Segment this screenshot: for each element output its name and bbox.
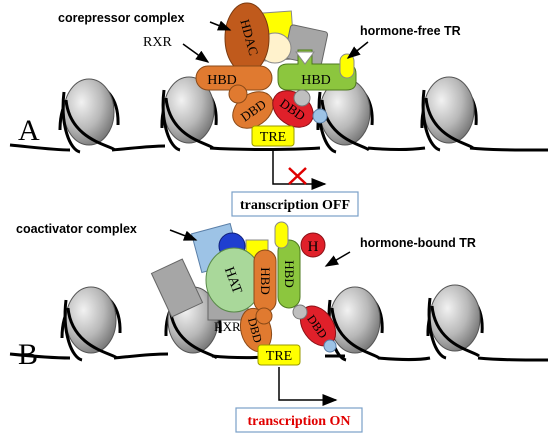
tr-helix-pill [339,53,355,79]
rxr-hbd-label: HBD [207,73,237,88]
rxr-label-b: RXR [214,319,241,334]
transcription-on-label: transcription ON [247,414,350,429]
rxr-label-a: RXR [143,35,172,50]
corepressor-arrow-shape [295,51,315,65]
panel-b-letter: B [18,338,38,371]
nucleosome [326,286,384,362]
tre-box-b [257,344,301,366]
hormone-free-tr-label: hormone-free TR [360,24,461,38]
transcription-off-box [231,191,359,217]
nucleosome [426,284,484,360]
nucleosome [160,76,218,152]
tre-box-a [251,125,295,147]
hormone-free-pointer [346,41,369,59]
tr-blue-dot [312,108,328,124]
transcription-arrow-b [278,367,338,406]
transcription-arrow-a [272,148,327,190]
rxr-linker [228,84,248,104]
tr-helix-pill-b [274,221,289,249]
tr-linker-b [292,304,308,320]
panel-b: HAT HBD HBD H DBD DBD TRE transcription … [9,221,549,433]
tre-label-a: TRE [260,130,286,145]
hormone-circle [300,232,326,258]
dna-strand-a [9,143,549,152]
corepressor-pointer [209,20,232,31]
coactivator-gray-block-left [150,258,204,318]
transcription-on-box [235,407,363,433]
rxr-linker-b [255,307,273,325]
hormone-bound-pointer [324,251,351,267]
hormone-label: H [308,239,319,255]
nucleosome [58,78,120,154]
nucleosome [60,286,122,362]
panel-a: HDAC HBD HBD DBD DBD TRE transcription O… [9,2,549,217]
cross-mark-icon [288,167,307,185]
corepressor-complex-label: corepressor complex [58,11,184,25]
tr-blue-dot-b [323,339,337,353]
tr-hbd-label: HBD [301,73,331,88]
hormone-bound-tr-label: hormone-bound TR [360,236,476,250]
transcription-off-label: transcription OFF [240,198,350,213]
coactivator-complex-label: coactivator complex [16,222,137,236]
tr-linker [293,89,311,107]
tr-hbd-shape-b [277,239,301,309]
nucleosome [420,76,478,152]
tr-hbd-label-b: HBD [282,260,297,287]
coactivator-pointer [169,229,198,241]
panel-a-letter: A [18,114,40,147]
dna-strand-b [9,352,549,362]
rxr-hbd-label-b: HBD [258,267,273,294]
rxr-pointer-a [182,43,210,63]
tre-label-b: TRE [266,349,292,364]
